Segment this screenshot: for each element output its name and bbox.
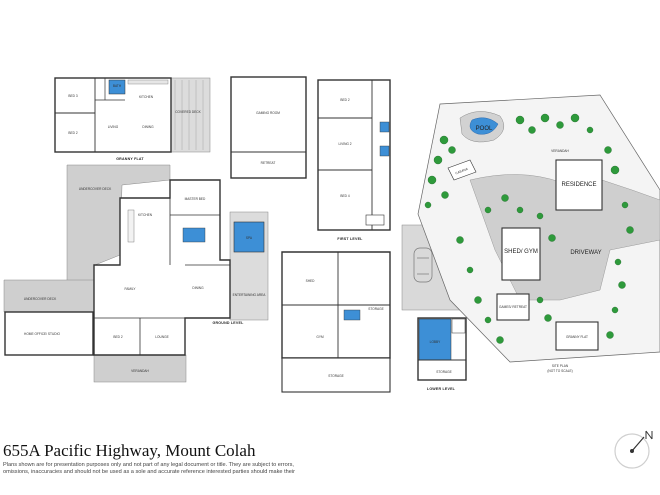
home-office-outline	[4, 311, 94, 356]
covered-deck-area	[169, 77, 211, 153]
room-verandah: VERANDAH	[131, 369, 149, 373]
room-dining-gf: DINING	[142, 125, 154, 129]
residence-block	[555, 159, 603, 211]
room-bed-low: BED 2	[113, 335, 122, 339]
room-gaming: GAMING ROOM	[256, 111, 280, 115]
bath-tile	[108, 79, 126, 95]
section-granny-flat: GRANNY FLAT	[116, 157, 144, 161]
room-undercover-deck: UNDERCOVER DECK	[79, 187, 112, 191]
site-residence: RESIDENCE	[561, 182, 596, 188]
room-spa: SPA	[246, 236, 253, 240]
room-gym: GYM	[316, 335, 324, 339]
gaming-room-outline	[230, 76, 307, 179]
site-pool: POOL	[476, 126, 493, 132]
floor-plan: BED 3 BED 2 BATH KITCHEN LIVING DINING C…	[3, 76, 660, 393]
room-shed: SHED	[306, 279, 316, 283]
granny-flat-plan: BED 3 BED 2 BATH KITCHEN LIVING DINING C…	[54, 77, 211, 161]
site-shed-gym: SHED/ GYM	[504, 249, 538, 255]
room-living-gf: LIVING	[108, 125, 119, 129]
games-retreat-block	[496, 293, 530, 321]
room-family: FAMILY	[124, 287, 136, 291]
site-driveway: DRIVEWAY	[570, 250, 601, 256]
room-storage-a: STORAGE	[368, 307, 384, 311]
shed-gym-plan: SHED STORAGE GYM STORAGE	[281, 251, 391, 393]
pool-shape	[469, 117, 499, 135]
room-lounge: LOUNGE	[155, 335, 168, 339]
site-cabana: CABANA	[455, 166, 469, 175]
first-level-plan: BED 2 LIVING 2 BED 4 FIRST LEVEL	[317, 79, 391, 241]
first-level-outline	[317, 79, 391, 231]
room-covered-deck: COVERED DECK	[175, 110, 201, 114]
site-verandah: VERANDAH	[551, 149, 569, 153]
room-kitchen: KITCHEN	[138, 213, 153, 217]
room-dining: DINING	[192, 286, 204, 290]
room-undercover-deck-2: UNDERCOVER DECK	[24, 297, 57, 301]
site-trees	[424, 113, 634, 344]
room-entertaining: ENTERTAINING AREA	[233, 293, 267, 297]
room-home-office: HOME OFFICE/ STUDIO	[24, 332, 60, 336]
room-kitchen-gf: KITCHEN	[139, 95, 154, 99]
site-games-retreat: GAMES/ RETREAT	[499, 305, 527, 309]
room-living2: LIVING 2	[338, 142, 351, 146]
granny-flat-block	[555, 321, 599, 351]
site-plan: POOL CABANA RESIDENCE SHED/ GYM DRIVEWAY…	[417, 94, 660, 373]
room-master-bed: MASTER BED	[185, 197, 206, 201]
ground-level-plan: MASTER BED KITCHEN UNDERCOVER DECK SPA F…	[3, 164, 269, 383]
lower-level-plan: LOBBY STORAGE LOWER LEVEL	[417, 317, 467, 391]
section-site-plan: SITE PLAN	[552, 364, 569, 368]
room-storage-b: STORAGE	[328, 374, 344, 378]
room-bath-gf: BATH	[113, 84, 122, 88]
room-bed2-fl: BED 2	[340, 98, 349, 102]
disclaimer-text: Plans shown are for presentation purpose…	[3, 462, 295, 475]
north-compass-icon	[614, 430, 653, 469]
room-bed3-gf: BED 3	[68, 94, 77, 98]
room-retreat: RETREAT	[261, 161, 276, 165]
spa-pool	[233, 221, 265, 253]
section-ground-level: GROUND LEVEL	[213, 321, 245, 325]
gaming-room-plan: GAMING ROOM RETREAT	[230, 76, 307, 179]
room-bed4: BED 4	[340, 194, 349, 198]
property-title: 655A Pacific Highway, Mount Colah	[3, 441, 256, 460]
room-lobby: LOBBY	[430, 340, 442, 344]
section-first-level: FIRST LEVEL	[337, 237, 363, 241]
section-not-to-scale: (NOT TO SCALE)	[547, 369, 572, 373]
room-storage-c: STORAGE	[436, 370, 452, 374]
section-lower-level: LOWER LEVEL	[427, 387, 456, 391]
room-bed2-gf: BED 2	[68, 131, 77, 135]
verandah-area	[93, 354, 187, 383]
shed-gym-block	[501, 227, 541, 281]
site-granny-flat: GRANNY FLAT	[566, 335, 588, 339]
